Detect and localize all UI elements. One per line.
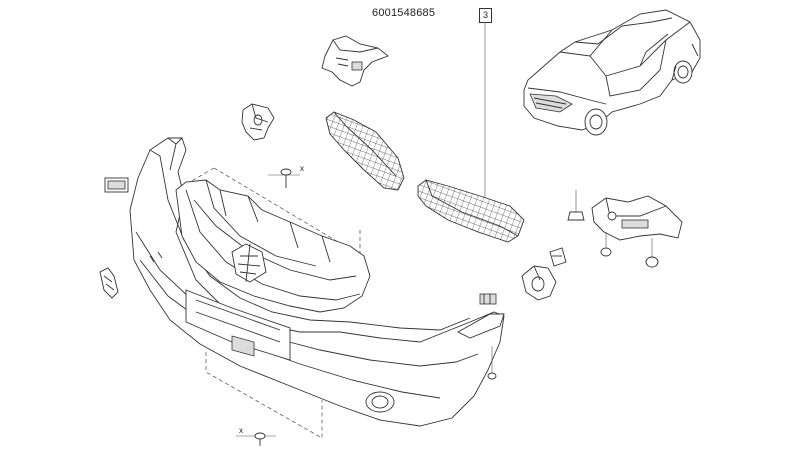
grille-frame (175, 179, 371, 313)
fastener-label-upper: x (300, 164, 304, 173)
left-bracket (241, 103, 275, 141)
lower-screw: x (236, 426, 276, 446)
upper-screw: x (268, 164, 304, 188)
left-side-clip (99, 267, 119, 299)
car-illustration (523, 9, 701, 136)
front-bumper (129, 137, 505, 427)
fog-light-bracket (521, 265, 557, 301)
retainer-clip (549, 247, 567, 267)
side-screw (487, 346, 497, 380)
right-bracket (567, 190, 683, 268)
license-label-plate (104, 177, 129, 193)
lower-grille (417, 179, 525, 243)
upper-bracket (321, 35, 389, 87)
callout-3: 3 (479, 8, 492, 23)
square-clip (479, 293, 497, 305)
part-number: 6001548685 (372, 7, 436, 19)
upper-grille (325, 111, 405, 191)
fastener-label-lower: x (239, 426, 243, 435)
